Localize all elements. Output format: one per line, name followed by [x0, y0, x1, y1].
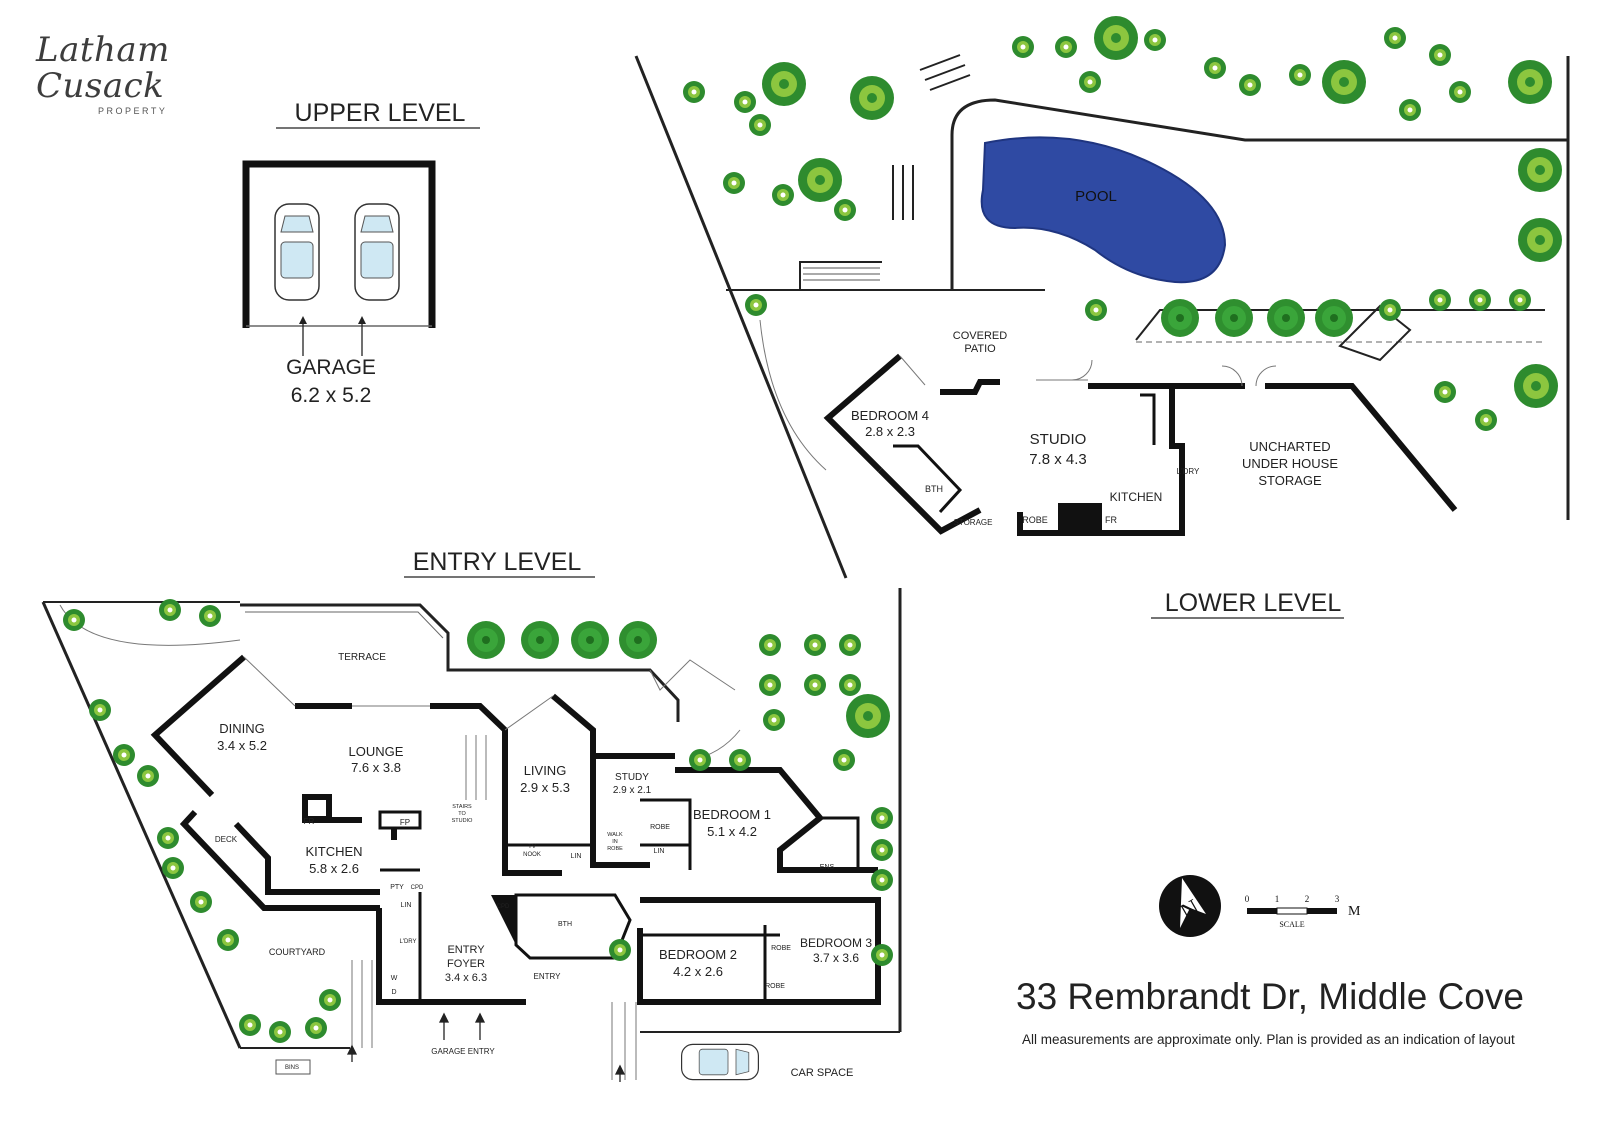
lounge-label: LOUNGE	[349, 744, 404, 759]
terrace-label: TERRACE	[338, 652, 386, 663]
property-address: 33 Rembrandt Dr, Middle Cove	[1016, 976, 1524, 1017]
bedroom1-dims: 5.1 x 4.2	[707, 824, 757, 839]
stairs-label-3: STUDIO	[452, 818, 474, 824]
uncharted-label-2: UNDER HOUSE	[1242, 456, 1338, 471]
walk-in-robe-label-2: IN	[612, 839, 618, 845]
garage-entry-arrows-icon	[346, 1012, 626, 1082]
lower-ldry-label: L'DRY	[1177, 467, 1200, 476]
garage-entry-label: GARAGE ENTRY	[431, 1047, 495, 1056]
courtyard-label: COURTYARD	[269, 947, 326, 957]
robe-label-1: ROBE	[650, 824, 670, 831]
lin-2-label: LIN	[571, 853, 582, 860]
w-label: W	[391, 975, 398, 982]
lower-kitchen-label: KITCHEN	[1110, 490, 1163, 504]
d-label: D	[391, 989, 396, 996]
garage-label: GARAGE	[286, 356, 376, 379]
cpd-2-label: CPD	[497, 904, 510, 910]
scale-unit: M	[1348, 904, 1361, 919]
fr-label: FR	[304, 817, 315, 826]
garage-arrow-2-icon	[358, 316, 366, 356]
ldry-label: L'DRY	[399, 939, 416, 945]
living-dims: 2.9 x 5.3	[520, 780, 570, 795]
living-label: LIVING	[524, 763, 567, 778]
entry-label: ENTRY	[534, 972, 562, 981]
car-space-car-icon	[680, 1043, 760, 1081]
bins-label: BINS	[285, 1065, 299, 1071]
walk-in-robe-label-3: ROBE	[607, 846, 623, 852]
dining-label: DINING	[219, 721, 265, 736]
garage-room: GARAGE 6.2 x 5.2	[242, 160, 436, 407]
entry-level-plan: TERRACE DINING 3.4 x 5.2 LOUNGE 7.6 x 3.…	[41, 588, 902, 1082]
bedroom4-dims: 2.8 x 2.3	[865, 424, 915, 439]
scale-label: SCALE	[1279, 920, 1304, 929]
study-label: STUDY	[615, 772, 649, 783]
lower-robe-label: ROBE	[1022, 515, 1048, 525]
scale-tick-2: 2	[1305, 894, 1310, 904]
car-1-icon	[274, 203, 320, 301]
bedroom4-label: BEDROOM 4	[851, 408, 929, 423]
car-space-label: CAR SPACE	[791, 1067, 854, 1079]
bth-label: BTH	[558, 921, 572, 928]
lower-fr-label: FR	[1105, 515, 1117, 525]
bedroom2-label: BEDROOM 2	[659, 947, 737, 962]
entry-foyer-label-1: ENTRY	[447, 944, 485, 956]
scale-bar: 0 1 2 3 M SCALE	[1245, 894, 1361, 929]
covered-patio-label-2: PATIO	[964, 343, 996, 355]
scale-tick-1: 1	[1275, 894, 1280, 904]
stairs-label-1: STAIRS	[452, 804, 472, 810]
fp-label: FP	[400, 818, 410, 827]
lower-storage-label: STORAGE	[954, 518, 993, 527]
lounge-dims: 7.6 x 3.8	[351, 760, 401, 775]
pool-label: POOL	[1075, 188, 1117, 205]
stairs-label-2: TO	[458, 811, 466, 817]
deck-label: DECK	[215, 835, 238, 844]
ens-label: ENS	[820, 864, 835, 871]
kitchen-dims: 5.8 x 2.6	[309, 861, 359, 876]
scale-tick-0: 0	[1245, 894, 1250, 904]
kitchen-label: KITCHEN	[305, 844, 362, 859]
brand-name: Latham Cusack	[36, 30, 170, 106]
tv-nook-label-1: TV	[528, 844, 536, 850]
brand-tagline: PROPERTY	[98, 106, 168, 116]
robe-label-2: ROBE	[771, 945, 791, 952]
lin-label: LIN	[401, 902, 412, 909]
bedroom1-label: BEDROOM 1	[693, 807, 771, 822]
bedroom3-label: BEDROOM 3	[800, 936, 872, 950]
bedroom2-dims: 4.2 x 2.6	[673, 964, 723, 979]
uncharted-label-3: STORAGE	[1258, 473, 1322, 488]
scale-tick-3: 3	[1335, 894, 1340, 904]
studio-dims: 7.8 x 4.3	[1029, 451, 1087, 468]
entry-level-heading: ENTRY LEVEL	[413, 548, 582, 576]
upper-level-heading: UPPER LEVEL	[295, 99, 466, 127]
cpd-label: CPD	[411, 885, 424, 891]
entry-foyer-dims: 3.4 x 6.3	[445, 972, 487, 984]
pty-label: PTY	[390, 884, 404, 891]
lin-3-label: LIN	[654, 848, 665, 855]
pool-shape	[980, 136, 1227, 284]
covered-patio-label-1: COVERED	[953, 330, 1007, 342]
walk-in-robe-label-1: WALK	[607, 832, 623, 838]
dining-dims: 3.4 x 5.2	[217, 738, 267, 753]
tv-nook-label-2: NOOK	[523, 852, 541, 858]
uncharted-label-1: UNCHARTED	[1249, 439, 1330, 454]
bedroom3-dims: 3.7 x 3.6	[813, 951, 859, 965]
brand-logo: Latham Cusack PROPERTY	[36, 32, 236, 116]
robe-label-3: ROBE	[765, 983, 785, 990]
compass-icon: N	[1159, 875, 1221, 937]
disclaimer-text: All measurements are approximate only. P…	[1022, 1032, 1515, 1047]
entry-foyer-label-2: FOYER	[447, 958, 485, 970]
lower-level-heading: LOWER LEVEL	[1165, 589, 1342, 617]
studio-label: STUDIO	[1030, 431, 1087, 448]
garage-dims: 6.2 x 5.2	[291, 384, 372, 407]
steps-top	[892, 54, 971, 220]
garage-arrow-1-icon	[299, 316, 307, 356]
lower-bth-label: BTH	[925, 484, 943, 494]
car-2-icon	[354, 203, 400, 301]
lower-level-site: POOL COVERED PATIO BEDROOM 4	[634, 16, 1570, 579]
study-dims: 2.9 x 2.1	[613, 785, 652, 796]
